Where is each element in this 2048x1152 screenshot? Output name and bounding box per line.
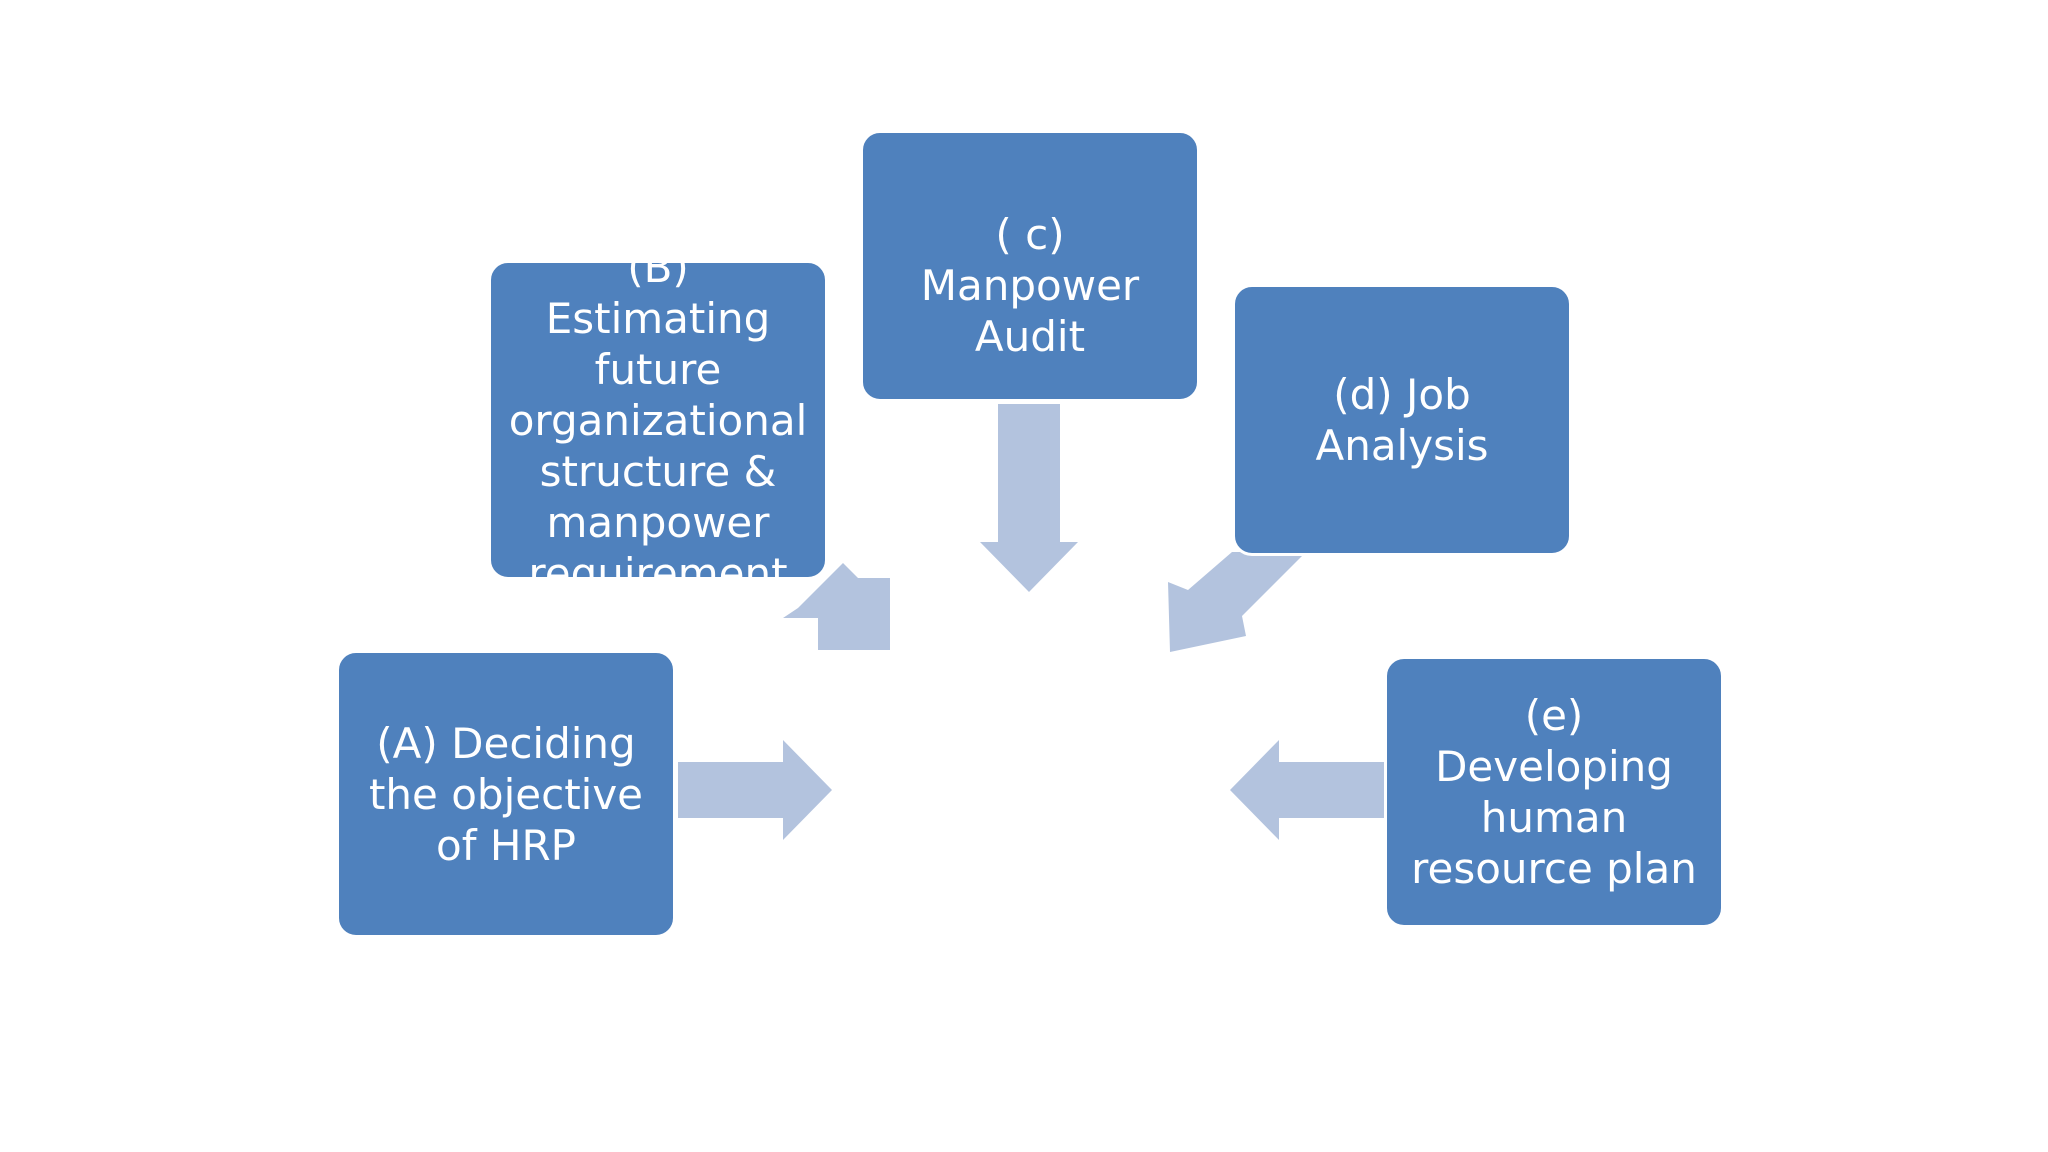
- step-b-label: (B) Estimating future organizational str…: [508, 242, 808, 598]
- arrow-a-right: [678, 740, 832, 840]
- step-d-label: (d) Job Analysis: [1315, 370, 1489, 470]
- step-c-label: ( c) Manpower Audit: [920, 210, 1140, 361]
- step-e-label: (e) Developing human resource plan: [1411, 691, 1697, 893]
- step-e-box: (e) Developing human resource plan: [1384, 656, 1724, 928]
- step-a-label: (A) Deciding the objective of HRP: [368, 718, 644, 870]
- arrow-b-down-right: [783, 563, 890, 650]
- arrow-d-down-left: [1168, 552, 1306, 652]
- step-a-box: (A) Deciding the objective of HRP: [336, 650, 676, 938]
- step-b-box: (B) Estimating future organizational str…: [488, 243, 828, 598]
- arrow-c-down: [980, 404, 1078, 592]
- arrow-e-left: [1230, 740, 1384, 840]
- step-c-box: ( c) Manpower Audit: [860, 130, 1200, 402]
- step-d-box: (d) Job Analysis: [1232, 284, 1572, 556]
